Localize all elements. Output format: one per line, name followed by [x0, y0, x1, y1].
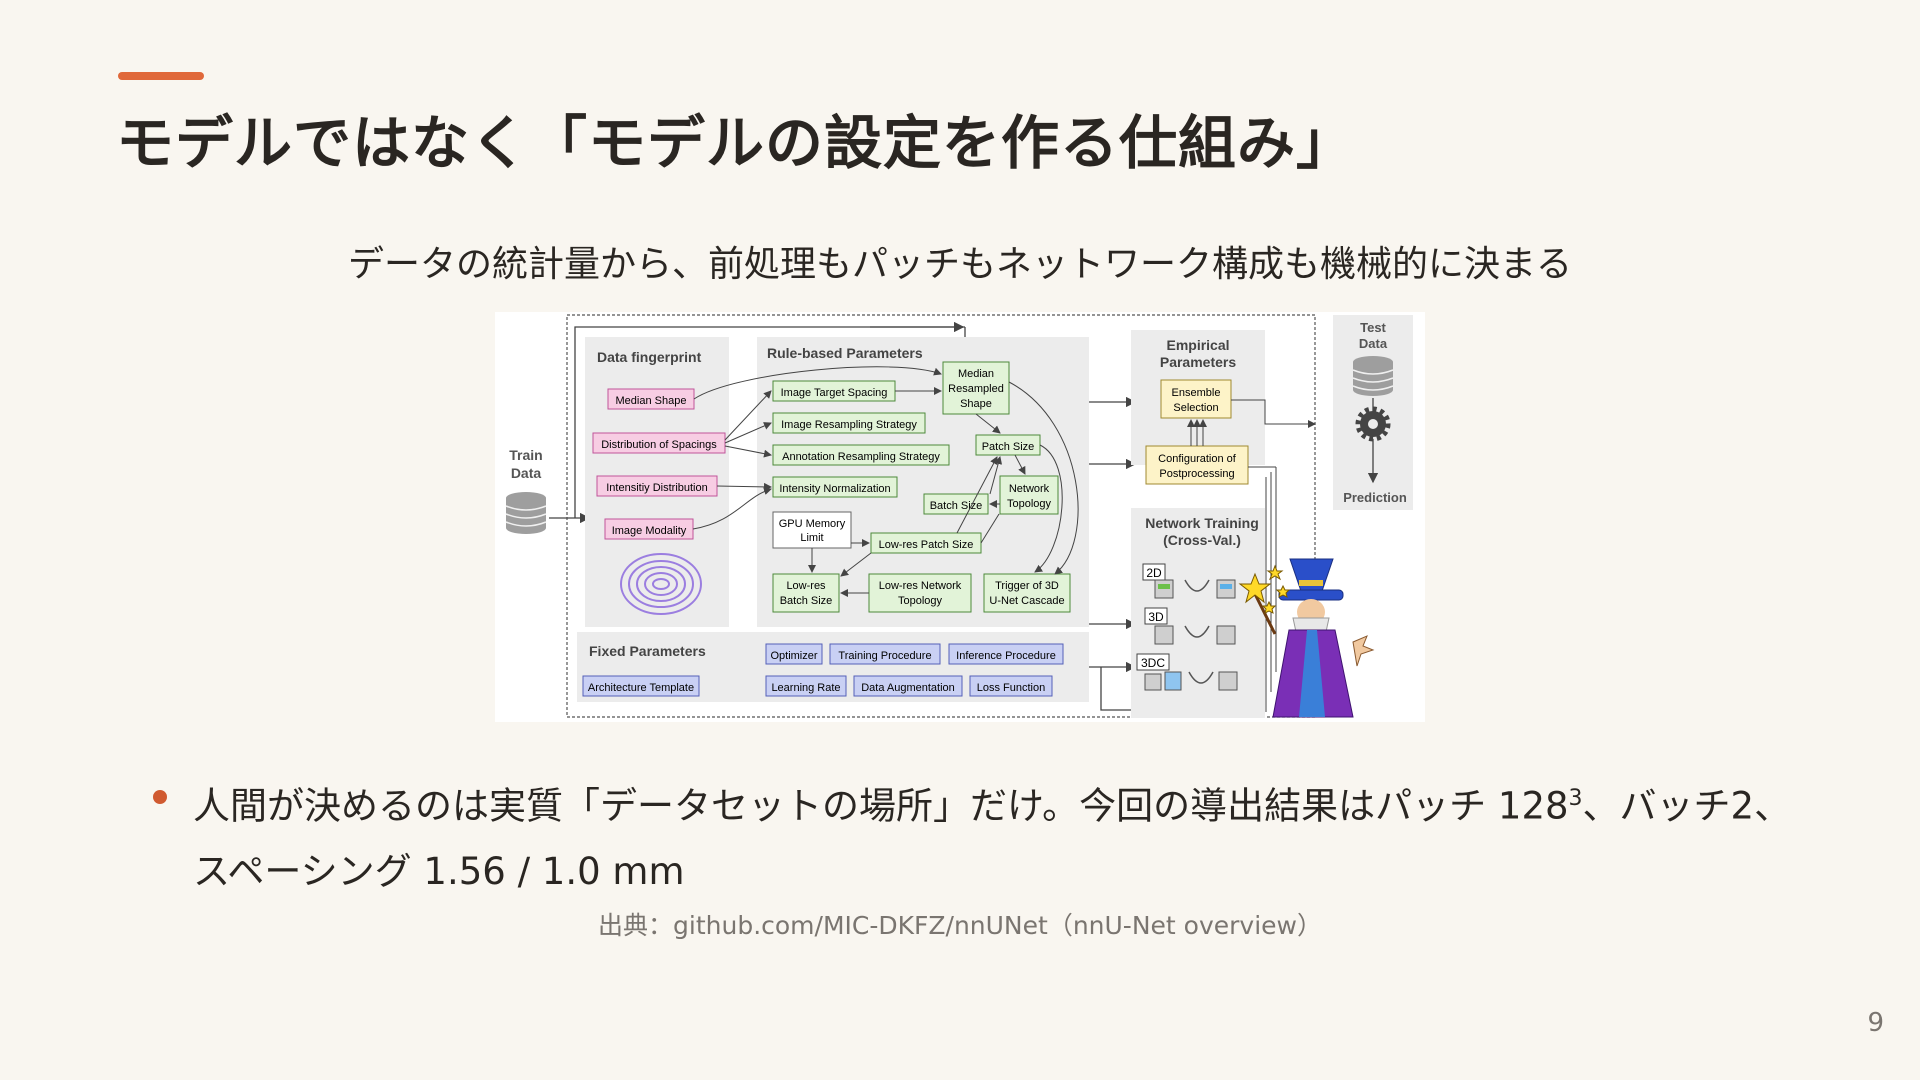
train-database-icon: [505, 492, 547, 534]
rb-network-topology-2: Topology: [1007, 498, 1052, 510]
config-3dc: 3DC: [1141, 656, 1165, 670]
title-accent-bar: [118, 72, 204, 80]
bullet-superscript: 3: [1568, 786, 1583, 811]
nnunet-diagram: Train Data Data fingerprint Median Shape…: [505, 314, 1413, 718]
fixed-inference: Inference Procedure: [956, 650, 1056, 662]
train-data-label-2: Data: [511, 465, 542, 481]
fixed-items: Architecture Template Optimizer Training…: [582, 643, 1064, 697]
rb-annotation-resampling: Annotation Resampling Strategy: [782, 451, 940, 463]
rb-median-resampled-2: Resampled: [948, 383, 1004, 395]
empirical-heading-2: Parameters: [1160, 354, 1236, 370]
fingerprint-icon: [620, 553, 702, 615]
rb-lowres-batch-1: Low-res: [786, 580, 826, 592]
fingerprint-heading: Data fingerprint: [597, 349, 702, 365]
fixed-loss: Loss Function: [977, 682, 1045, 694]
test-data-label-2: Data: [1359, 336, 1388, 351]
rb-trigger-cascade-1: Trigger of 3D: [995, 580, 1059, 592]
rb-gpu-memory-1: GPU Memory: [779, 518, 846, 530]
ensemble-2: Selection: [1173, 402, 1218, 414]
rb-lowres-network-1: Low-res Network: [879, 580, 962, 592]
test-data-label-1: Test: [1360, 320, 1386, 335]
network-training-heading-1: Network Training: [1145, 515, 1259, 531]
fixed-training: Training Procedure: [838, 650, 931, 662]
bullet-suffix: 、バッチ2、スペーシング 1.56 / 1.0 mm: [193, 784, 1792, 894]
ensemble-1: Ensemble: [1172, 387, 1221, 399]
empirical-heading-1: Empirical: [1166, 337, 1229, 353]
bullet-dot-icon: [153, 790, 167, 804]
rb-batch-size: Batch Size: [930, 500, 983, 512]
rb-median-resampled-3: Shape: [960, 398, 992, 410]
rule-based-heading: Rule-based Parameters: [767, 345, 923, 361]
slide-subtitle: データの統計量から、前処理もパッチもネットワーク構成も機械的に決まる: [347, 244, 1572, 285]
rb-intensity-normalization: Intensity Normalization: [779, 483, 890, 495]
fixed-architecture: Architecture Template: [588, 682, 694, 694]
training-cube-icons: [1144, 579, 1238, 691]
fp-spacings: Distribution of Spacings: [601, 439, 717, 451]
rb-network-topology-1: Network: [1009, 483, 1050, 495]
fixed-heading: Fixed Parameters: [589, 643, 706, 659]
fixed-optimizer: Optimizer: [770, 650, 817, 662]
prediction-label: Prediction: [1343, 490, 1407, 505]
train-data: Train Data: [505, 447, 547, 534]
fixed-learning-rate: Learning Rate: [771, 682, 840, 694]
fp-modality: Image Modality: [612, 525, 687, 537]
rb-lowres-network-2: Topology: [898, 595, 943, 607]
rb-trigger-cascade-2: U-Net Cascade: [989, 595, 1064, 607]
ensemble-box: [1160, 379, 1232, 419]
rb-lowres-batch-2: Batch Size: [780, 595, 833, 607]
rb-image-resampling: Image Resampling Strategy: [781, 419, 917, 431]
wizard-mascot-icon: [1238, 558, 1375, 718]
rule-based-items: Image Target Spacing Image Resampling St…: [772, 361, 1071, 613]
network-training-heading-2: (Cross-Val.): [1163, 532, 1241, 548]
config-2d: 2D: [1146, 566, 1162, 580]
fp-intensity: Intensitiy Distribution: [606, 482, 708, 494]
gear-icon: [1355, 406, 1391, 442]
train-data-label-1: Train: [509, 447, 542, 463]
slide-title: モデルではなく「モデルの設定を作る仕組み」: [116, 109, 1356, 177]
test-database-icon: [1352, 356, 1394, 396]
rb-patch-size: Patch Size: [982, 441, 1035, 453]
page-number: 9: [1867, 1008, 1884, 1038]
rule-based-arrows: [692, 366, 1079, 597]
postprocessing-1: Configuration of: [1158, 453, 1237, 465]
training-configs: 2D 3D 3DC: [1136, 563, 1170, 671]
rb-median-resampled-1: Median: [958, 368, 994, 380]
bullet-prefix: 人間が決めるのは実質「データセットの場所」だけ。今回の導出結果はパッチ 128: [193, 784, 1569, 828]
postprocessing-2: Postprocessing: [1159, 468, 1234, 480]
bullet-item: 人間が決めるのは実質「データセットの場所」だけ。今回の導出結果はパッチ 1283…: [153, 766, 1795, 905]
source-citation: 出典：github.com/MIC-DKFZ/nnUNet（nnU-Net ov…: [598, 911, 1322, 940]
fixed-augmentation: Data Augmentation: [861, 682, 955, 694]
bullet-text: 人間が決めるのは実質「データセットの場所」だけ。今回の導出結果はパッチ 1283…: [193, 766, 1795, 905]
config-3d: 3D: [1148, 610, 1164, 624]
rb-image-target-spacing: Image Target Spacing: [781, 387, 888, 399]
nnunet-overview-figure: Train Data Data fingerprint Median Shape…: [495, 312, 1425, 722]
rb-lowres-patch: Low-res Patch Size: [879, 539, 974, 551]
fp-median-shape: Median Shape: [616, 395, 687, 407]
rb-gpu-memory-2: Limit: [800, 532, 823, 544]
